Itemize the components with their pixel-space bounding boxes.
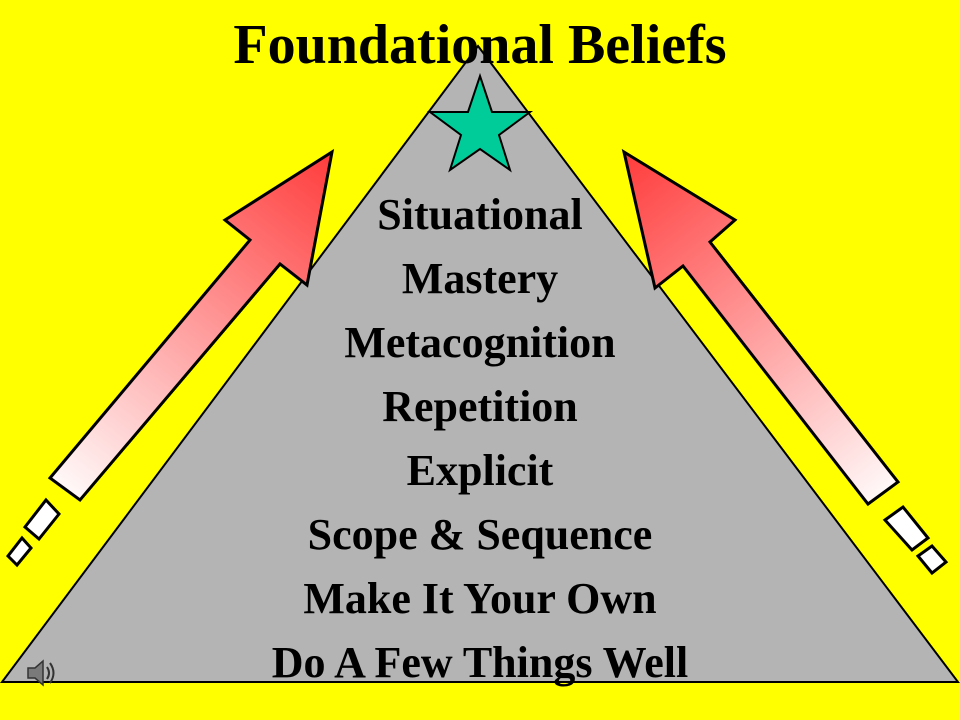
pyramid-triangle <box>0 44 960 683</box>
belief-item: Metacognition <box>344 318 616 367</box>
belief-item: Repetition <box>382 382 578 431</box>
belief-item: Scope & Sequence <box>307 510 653 559</box>
left-arrow-dash-1 <box>22 497 61 542</box>
right-arrow-dash-2 <box>915 543 949 576</box>
star-icon <box>426 72 534 173</box>
arrow-up-left-icon <box>621 148 949 576</box>
belief-item: Explicit <box>406 446 554 495</box>
belief-item: Do A Few Things Well <box>271 638 689 687</box>
left-arrow-dash-2 <box>6 535 33 568</box>
beliefs-list: Situational Mastery Metacognition Repeti… <box>180 183 780 695</box>
belief-item: Situational <box>377 190 583 239</box>
slide-title: Foundational Beliefs <box>233 14 727 76</box>
right-arrow-body <box>621 148 901 507</box>
belief-item: Mastery <box>401 254 559 303</box>
arrow-up-right-icon <box>6 148 335 568</box>
left-arrow-body <box>47 148 335 503</box>
right-arrow-dash-1 <box>882 504 931 553</box>
speaker-icon[interactable] <box>24 655 60 691</box>
belief-item: Make It Your Own <box>303 574 657 623</box>
